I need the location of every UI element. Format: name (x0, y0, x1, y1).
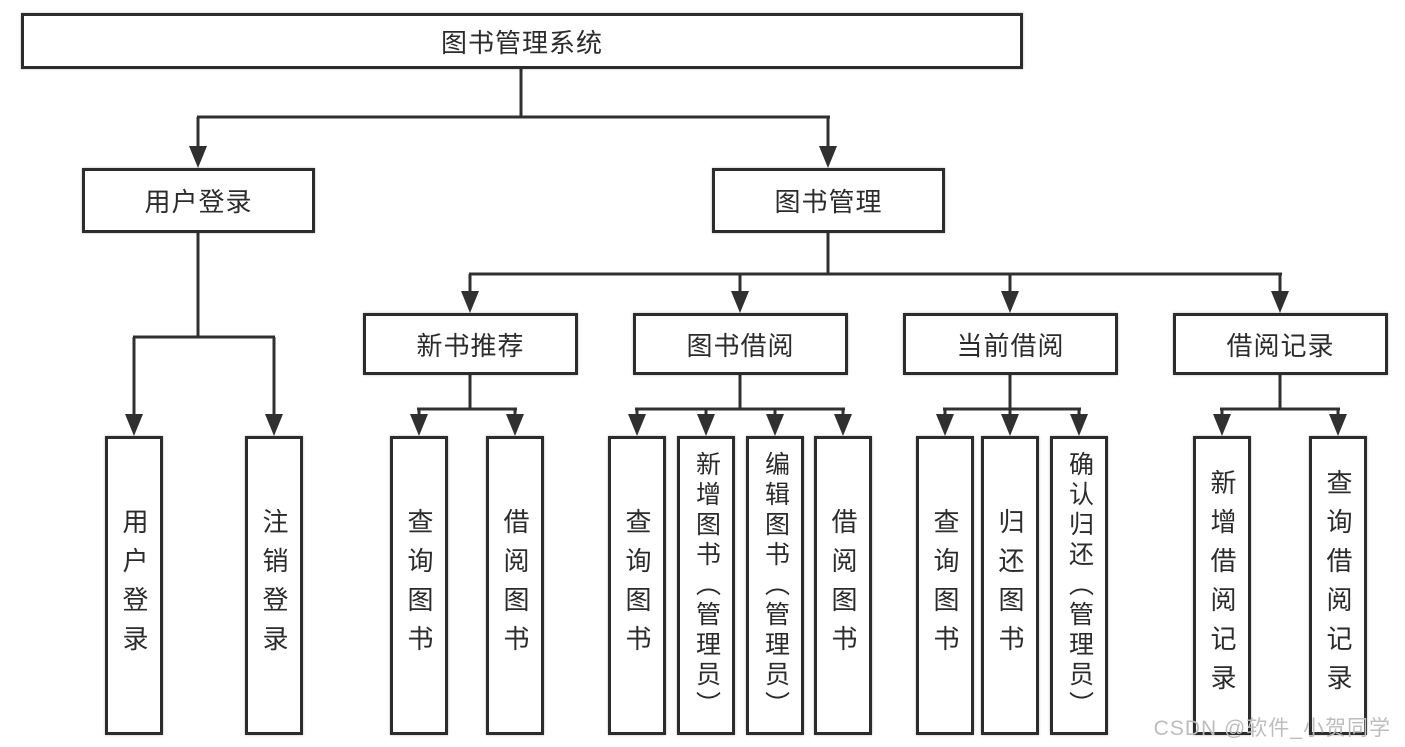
leaf-confirm-return-admin-label: 确认归还（管理员） (1065, 450, 1094, 721)
leaf-query-borrow-record: 查询借阅记录 (1309, 436, 1367, 735)
leaf-logout: 注销登录 (245, 436, 303, 735)
leaf-current-query-book-label: 查询图书 (930, 507, 960, 664)
leaf-logout-label: 注销登录 (259, 507, 289, 664)
leaf-recommend-query-book-label: 查询图书 (404, 507, 434, 664)
edges-record-to-leaves (1213, 375, 1347, 436)
leaf-borrow-query-book-label: 查询图书 (622, 507, 652, 664)
node-current-borrow: 当前借阅 (903, 313, 1118, 375)
leaf-borrow-query-book: 查询图书 (608, 436, 666, 735)
leaf-edit-book-admin: 编辑图书（管理员） (746, 436, 804, 735)
leaf-recommend-borrow-book: 借阅图书 (486, 436, 544, 735)
leaf-borrow-book-label: 借阅图书 (828, 507, 858, 664)
node-book-manage: 图书管理 (712, 168, 945, 233)
leaf-borrow-book: 借阅图书 (814, 436, 872, 735)
leaf-recommend-borrow-book-label: 借阅图书 (500, 507, 530, 664)
node-book-borrow-label: 图书借阅 (686, 330, 795, 361)
edges-manage-to-level3 (461, 233, 1289, 313)
edges-current-to-leaves (936, 375, 1088, 436)
node-borrow-record-label: 借阅记录 (1226, 330, 1335, 361)
edges-login-to-leaves (125, 233, 283, 436)
node-user-login: 用户登录 (82, 168, 315, 233)
edges-borrow-to-leaves (628, 375, 852, 436)
node-library-system-label: 图书管理系统 (440, 27, 603, 58)
leaf-user-login: 用户登录 (105, 436, 163, 735)
leaf-user-login-label: 用户登录 (119, 507, 149, 664)
node-book-borrow: 图书借阅 (633, 313, 848, 375)
leaf-add-book-admin: 新增图书（管理员） (677, 436, 735, 735)
node-new-book-recommend: 新书推荐 (363, 313, 578, 375)
leaf-query-borrow-record-label: 查询借阅记录 (1323, 468, 1353, 703)
csdn-watermark: CSDN @软件_小贺同学 (1153, 717, 1391, 740)
leaf-return-book-label: 归还图书 (995, 507, 1025, 664)
leaf-add-borrow-record: 新增借阅记录 (1193, 436, 1251, 735)
edges-root-to-level2 (189, 69, 837, 168)
node-borrow-record: 借阅记录 (1173, 313, 1388, 375)
leaf-current-query-book: 查询图书 (916, 436, 974, 735)
node-library-system: 图书管理系统 (21, 13, 1023, 69)
leaf-confirm-return-admin: 确认归还（管理员） (1050, 436, 1108, 735)
leaf-recommend-query-book: 查询图书 (390, 436, 448, 735)
node-current-borrow-label: 当前借阅 (956, 330, 1065, 361)
leaf-add-borrow-record-label: 新增借阅记录 (1207, 468, 1237, 703)
node-new-book-recommend-label: 新书推荐 (416, 330, 525, 361)
leaf-edit-book-admin-label: 编辑图书（管理员） (761, 450, 790, 721)
edges-recommend-to-leaves (410, 375, 524, 436)
leaf-add-book-admin-label: 新增图书（管理员） (692, 450, 721, 721)
node-book-manage-label: 图书管理 (774, 187, 883, 217)
node-user-login-label: 用户登录 (144, 187, 253, 217)
leaf-return-book: 归还图书 (981, 436, 1039, 735)
